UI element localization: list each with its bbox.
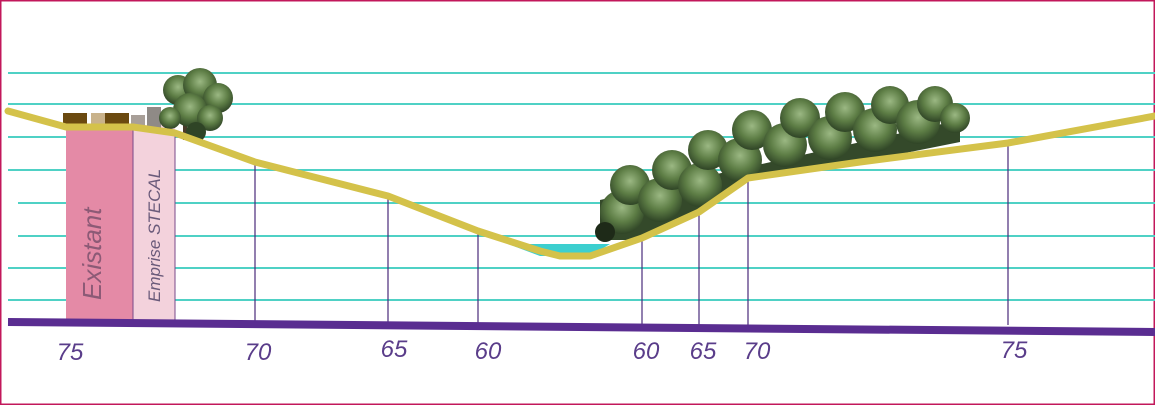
elevation-label: 60 (475, 338, 502, 365)
guide-lines (8, 72, 1155, 301)
tree-cluster-icon (595, 86, 970, 242)
elevation-label: 65 (381, 336, 408, 363)
elevation-label: 70 (245, 339, 272, 366)
elevation-label: 75 (57, 339, 84, 366)
elevation-label: 75 (1001, 337, 1028, 364)
existant-zone (66, 125, 133, 323)
emprise-label: Emprise STECAL (145, 169, 164, 302)
elevation-labels: 75 70 65 60 60 65 70 75 (57, 336, 1028, 366)
building-icon (63, 107, 161, 131)
base-line (7, 318, 1155, 336)
stake-lines (254, 143, 1009, 325)
terrain-profile (4, 107, 1155, 260)
elevation-label: 60 (633, 338, 660, 365)
emprise-zone (133, 125, 175, 323)
tree-cluster-icon (159, 68, 233, 142)
elevation-label: 70 (744, 338, 771, 365)
existant-label: Existant (77, 206, 107, 300)
elevation-label: 65 (690, 338, 717, 365)
